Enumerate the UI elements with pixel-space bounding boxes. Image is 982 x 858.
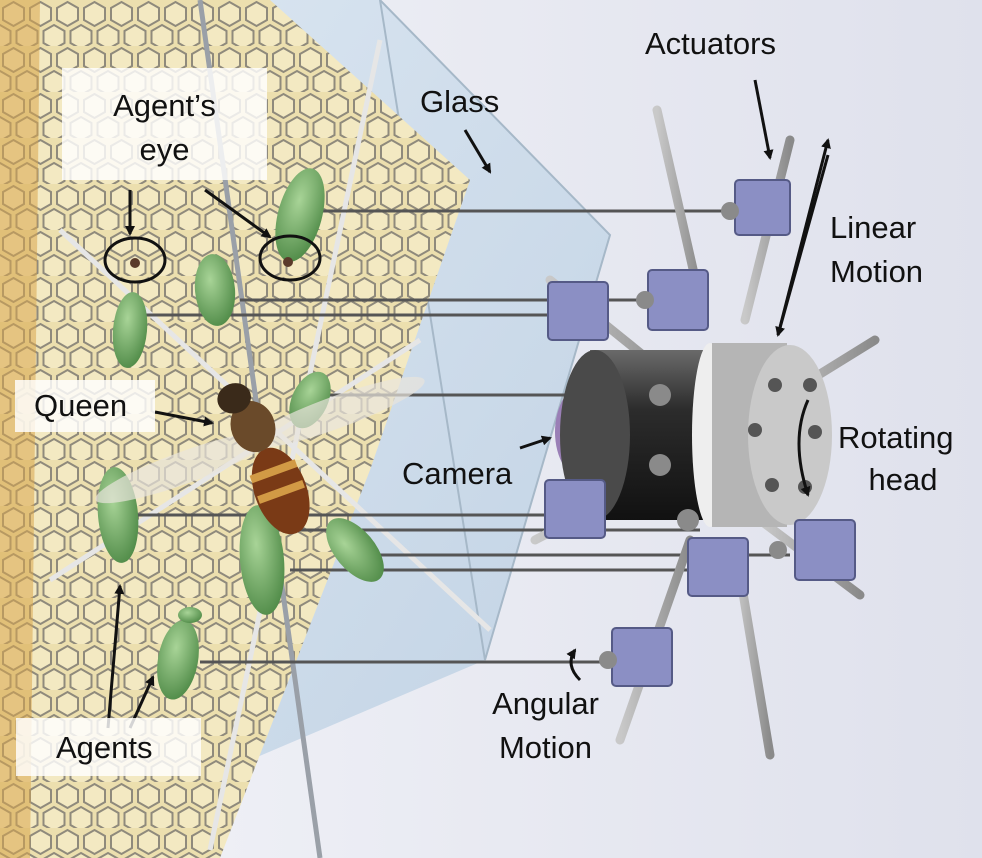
- linkage-rods: [120, 209, 790, 664]
- angular-motion-label-line2: Motion: [498, 730, 593, 765]
- queen-label: Queen: [34, 388, 128, 423]
- agents-eye-label-line2: eye: [139, 132, 190, 167]
- agents-eye-label-box: [62, 68, 267, 180]
- actuator-pivots: [599, 202, 787, 669]
- angular-motion-label-line1: Angular: [492, 686, 599, 721]
- linear-motion-label-line2: Motion: [830, 254, 924, 289]
- glass-label: Glass: [420, 84, 500, 119]
- agent-eye-circle-left: [103, 236, 167, 284]
- agents-label: Agents: [56, 730, 153, 765]
- camera-label: Camera: [402, 456, 513, 491]
- queen-label-box: [15, 380, 155, 432]
- rotating-head: [560, 343, 832, 527]
- callout-arrows: [106, 79, 831, 729]
- agents-eye-label-line1: Agent’s: [113, 88, 216, 123]
- queen-bee: [95, 376, 425, 535]
- agent-eye-dot: [130, 258, 140, 268]
- rotating-head-label-line2: head: [868, 462, 938, 497]
- rotating-head-label-line1: Rotating: [838, 420, 954, 455]
- glass-edge: [378, 0, 612, 661]
- linear-motion-label-line1: Linear: [830, 210, 917, 245]
- actuators-label: Actuators: [645, 26, 776, 61]
- agent-eye-dot: [283, 257, 293, 267]
- agent-eye-circle-right: [258, 234, 322, 282]
- agents-label-box: [16, 718, 201, 776]
